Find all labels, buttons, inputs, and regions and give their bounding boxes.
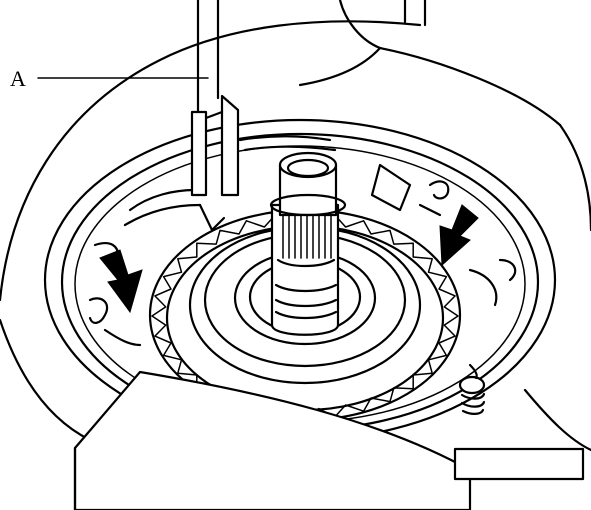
callout-label-a: A	[10, 66, 26, 91]
housing-outline	[0, 0, 591, 452]
arrow-left	[99, 249, 143, 314]
callout-a: A	[10, 66, 209, 91]
indicator-arrows	[99, 204, 479, 314]
arrow-right	[439, 204, 479, 267]
return-spring	[458, 363, 486, 415]
input-shaft	[269, 151, 347, 336]
tool-a	[190, 0, 240, 232]
figure-code-box	[453, 447, 585, 481]
channel-details	[88, 135, 517, 347]
